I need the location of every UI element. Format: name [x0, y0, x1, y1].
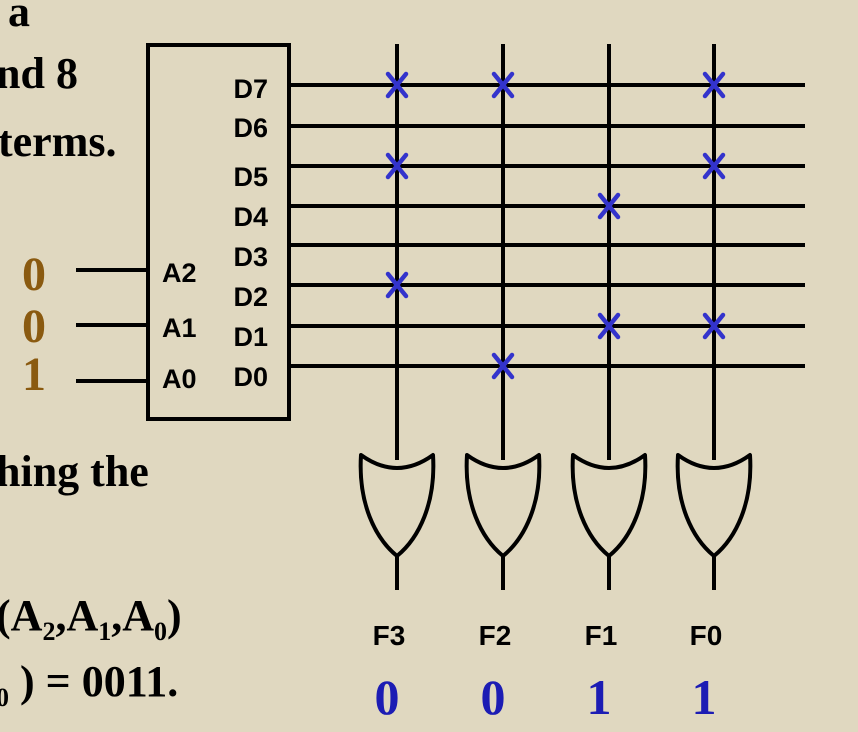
gate-label-f2: F2 — [479, 620, 512, 651]
cross-stroke — [491, 352, 515, 380]
input-value-a1: 0 — [22, 300, 46, 353]
cross-marks — [385, 71, 726, 380]
gate-output-value-f1: 1 — [587, 669, 612, 725]
cross-stroke — [385, 271, 409, 299]
cross-mark-f0-d1 — [702, 312, 726, 340]
slide-text-line-6: 0 ) = 0011. — [0, 656, 178, 713]
cross-mark-f3-d2 — [385, 271, 409, 299]
or-gate-f3 — [358, 453, 436, 558]
input-value-a2: 0 — [22, 248, 46, 301]
cross-stroke — [702, 312, 726, 340]
decoder-output-label-d4: D4 — [233, 202, 268, 232]
gate-output-value-f3: 0 — [375, 669, 400, 725]
slide-text-line-2: nd 8 — [0, 49, 78, 98]
decoder-output-label-d5: D5 — [233, 162, 268, 192]
decoder-box — [146, 43, 291, 421]
cross-mark-f3-d5 — [385, 152, 409, 180]
cross-stroke — [491, 71, 515, 99]
cross-stroke — [597, 192, 621, 220]
cross-mark-f1-d4 — [597, 192, 621, 220]
decoder-output-label-d2: D2 — [233, 282, 268, 312]
decoder-input-label-a1: A1 — [162, 313, 197, 343]
cross-stroke — [702, 71, 726, 99]
subscript: 0 — [0, 682, 9, 712]
decoder-output-label-d7: D7 — [233, 74, 268, 104]
cross-stroke — [702, 152, 726, 180]
cross-stroke — [597, 312, 621, 340]
subscript: 0 — [154, 616, 167, 646]
or-gate-f1 — [570, 453, 648, 558]
gate-output-value-f0: 1 — [692, 669, 717, 725]
gate-label-f3: F3 — [373, 620, 406, 651]
decoder-output-label-d3: D3 — [233, 242, 268, 272]
gate-label-f1: F1 — [585, 620, 618, 651]
decoder-output-label-d6: D6 — [233, 113, 268, 143]
cross-stroke — [385, 71, 409, 99]
or-gate-f0 — [675, 453, 753, 558]
slide-text-line-5: (A2,A1,A0) — [0, 590, 182, 647]
text-fragment: ) — [167, 591, 182, 640]
wires — [76, 44, 805, 590]
or-gate-f2 — [464, 453, 542, 558]
cross-mark-f3-d7 — [385, 71, 409, 99]
text-fragment: ) = 0011. — [9, 657, 179, 706]
cross-mark-f1-d1 — [597, 312, 621, 340]
text-fragment: (A — [0, 591, 43, 640]
subscript: 2 — [42, 616, 56, 646]
decoder-output-label-d0: D0 — [233, 362, 268, 392]
gate-label-f0: F0 — [690, 620, 723, 651]
cross-mark-f0-d7 — [702, 71, 726, 99]
slide-text-line-3: terms. — [0, 117, 117, 166]
or-gates — [358, 453, 753, 558]
cross-mark-f0-d5 — [702, 152, 726, 180]
gate-output-value-f2: 0 — [481, 669, 506, 725]
cross-stroke — [385, 152, 409, 180]
decoder-output-label-d1: D1 — [233, 322, 268, 352]
text-fragment: ,A — [111, 591, 154, 640]
cross-mark-f2-d0 — [491, 352, 515, 380]
subscript: 1 — [98, 616, 112, 646]
slide-text-line-4: hing the — [0, 447, 149, 496]
text-fragment: ,A — [55, 591, 99, 640]
decoder-input-label-a2: A2 — [162, 258, 197, 288]
slide-text-line-1: a — [8, 0, 30, 36]
cross-mark-f2-d7 — [491, 71, 515, 99]
decoder-input-label-a0: A0 — [162, 364, 197, 394]
input-value-a0: 1 — [22, 348, 46, 401]
